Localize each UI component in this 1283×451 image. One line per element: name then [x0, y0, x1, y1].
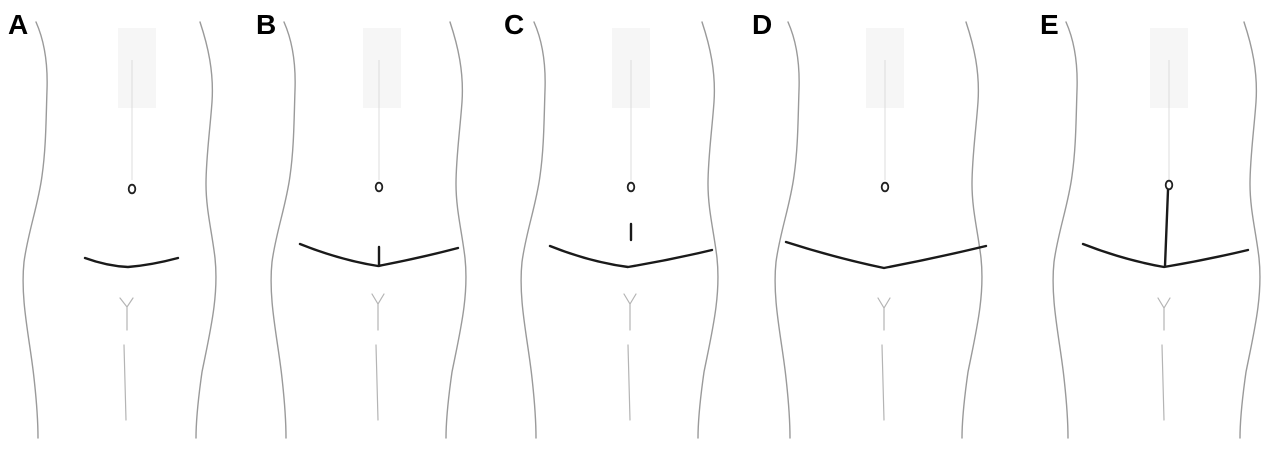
panel-a: A	[8, 9, 216, 438]
pubic-mark	[372, 294, 384, 420]
incision-transverse	[550, 246, 712, 267]
panel-label-e: E	[1040, 9, 1059, 40]
right-torso-contour	[196, 22, 216, 438]
umbilicus	[376, 183, 383, 192]
panel-e: E	[1040, 9, 1260, 438]
left-torso-contour	[775, 22, 799, 438]
panel-label-d: D	[752, 9, 772, 40]
panel-label-c: C	[504, 9, 524, 40]
umbilicus	[1166, 181, 1173, 190]
right-torso-contour	[446, 22, 466, 438]
left-torso-contour	[1053, 22, 1077, 438]
right-torso-contour	[962, 22, 982, 438]
pubic-mark	[1158, 298, 1170, 420]
pubic-mark	[624, 294, 636, 420]
pubic-mark	[120, 298, 133, 420]
incision-transverse	[85, 258, 178, 267]
panel-c: C	[504, 9, 718, 438]
background-shading	[363, 28, 401, 108]
incision-transverse	[786, 242, 986, 268]
right-torso-contour	[1240, 22, 1260, 438]
panel-label-a: A	[8, 9, 28, 40]
panel-b: B	[256, 9, 466, 438]
umbilicus	[129, 185, 136, 194]
umbilicus	[628, 183, 635, 192]
panel-label-b: B	[256, 9, 276, 40]
left-torso-contour	[23, 22, 47, 438]
left-torso-contour	[521, 22, 545, 438]
panel-d: D	[752, 9, 986, 438]
incision-vertical	[1165, 190, 1168, 266]
umbilicus	[882, 183, 889, 192]
background-shading	[118, 28, 156, 108]
right-torso-contour	[698, 22, 718, 438]
pubic-mark	[878, 298, 890, 420]
left-torso-contour	[271, 22, 295, 438]
